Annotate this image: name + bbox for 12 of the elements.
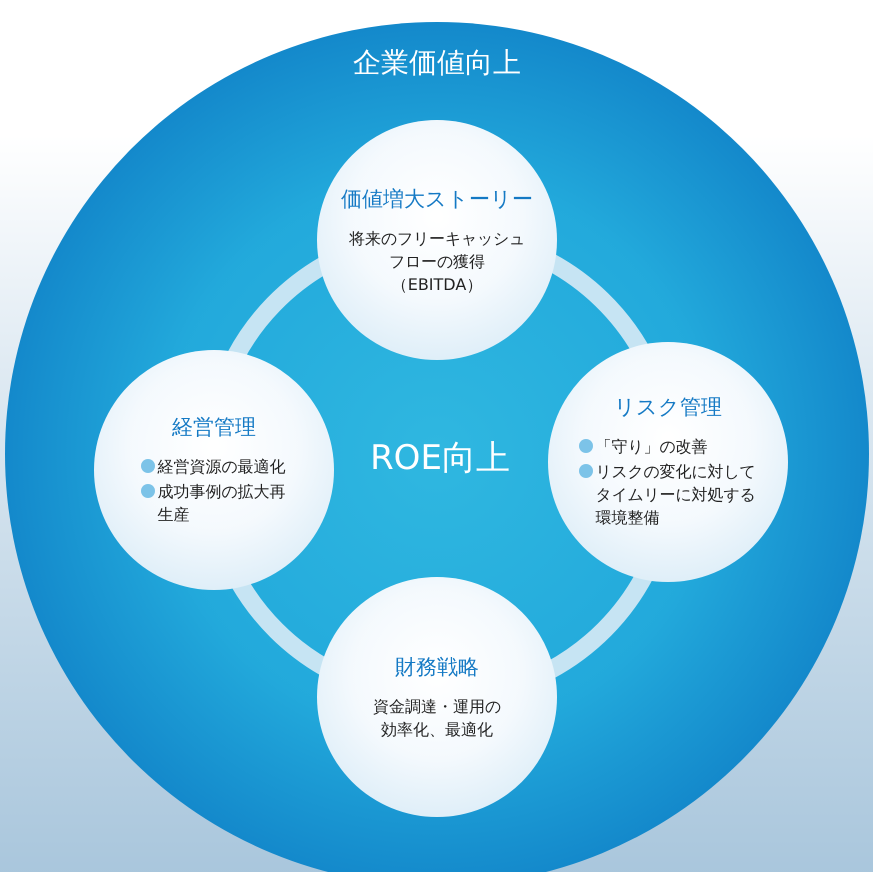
- circle-heading: 経営管理: [172, 414, 256, 440]
- bullet-text: リスクの変化に対してタイムリーに対処する環境整備: [596, 461, 756, 529]
- body-text: 資金調達・運用の効率化、最適化: [372, 696, 502, 741]
- circle-heading: リスク管理: [614, 394, 722, 421]
- bullet-text: 「守り」の改善: [596, 436, 708, 458]
- bullet-text: 成功事例の拡大再生産: [158, 480, 286, 526]
- circle-heading: 価値増大ストーリー: [341, 186, 533, 212]
- body-text: 将来のフリーキャッシュフローの獲得（EBITDA）: [348, 228, 526, 296]
- bullet-text: 経営資源の最適化: [158, 456, 286, 478]
- center-label: ROE向上: [369, 437, 511, 480]
- circle-title: 企業価値向上: [352, 45, 522, 81]
- circle-heading: 財務戦略: [395, 654, 479, 681]
